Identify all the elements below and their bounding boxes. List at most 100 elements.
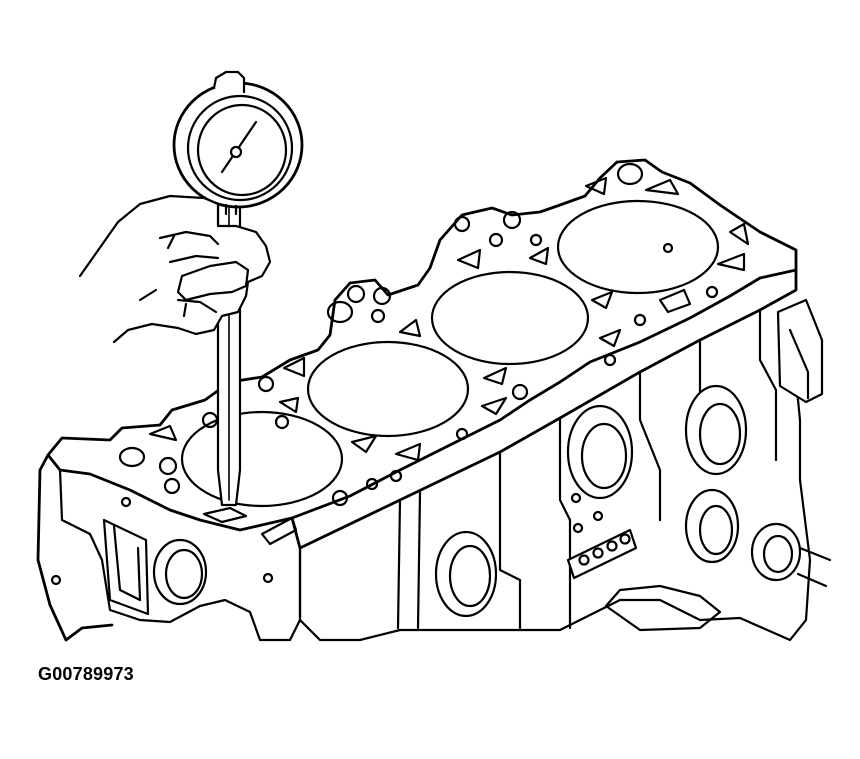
skirt-bolt-3 <box>570 492 582 504</box>
bore-gauge <box>172 70 304 507</box>
sensor-plate-hole-4 <box>619 533 631 545</box>
oil-slot-1 <box>202 506 248 524</box>
water-jacket-7 <box>326 300 354 324</box>
left-face-hole-3 <box>262 572 274 584</box>
bolt-hole-4 <box>257 375 275 393</box>
bearing-boss-4-inner <box>698 504 734 556</box>
bolt-hole-9 <box>346 284 366 304</box>
water-jacket-10 <box>480 396 508 416</box>
left-face-rib <box>102 518 150 616</box>
skirt-rib-5 <box>638 370 662 522</box>
cylinder-bore-3 <box>430 270 590 366</box>
water-jacket-1 <box>118 446 146 468</box>
sensor-plate-hole-1 <box>578 554 590 566</box>
sensor-plate-hole-3 <box>606 540 618 552</box>
water-jacket-19 <box>728 222 750 246</box>
skirt-rib-4 <box>558 416 572 630</box>
water-jacket-20 <box>716 252 746 272</box>
water-jacket-16 <box>616 162 644 186</box>
bolt-hole-5 <box>274 414 290 430</box>
bearing-boss-2-inner <box>580 422 628 490</box>
bolt-hole-15 <box>488 232 504 248</box>
bearing-boss-1 <box>434 530 498 618</box>
bolt-hole-17 <box>529 233 543 247</box>
gauge-dial-face <box>196 103 288 197</box>
water-jacket-13 <box>590 290 614 310</box>
gauge-dial-housing <box>172 81 304 209</box>
water-jacket-8 <box>398 318 422 338</box>
skirt-rib-1 <box>396 498 402 630</box>
water-jacket-15 <box>658 288 692 314</box>
sensor-plate-hole-2 <box>592 547 604 559</box>
bolt-hole-2 <box>163 477 181 495</box>
water-jacket-18 <box>644 178 680 196</box>
cylinder-bore-2 <box>306 340 470 438</box>
left-face-oilway-inner <box>164 548 204 600</box>
bearing-boss-1-inner <box>448 544 492 608</box>
oil-slot-2 <box>260 516 298 546</box>
water-jacket-17 <box>584 176 608 196</box>
left-face-hole-2 <box>50 574 62 586</box>
water-jacket-9 <box>482 366 508 386</box>
bolt-hole-13 <box>511 383 529 401</box>
bolt-hole-21 <box>662 242 674 254</box>
bolt-hole-18 <box>633 313 647 327</box>
bearing-boss-4 <box>684 488 740 564</box>
thumb <box>176 260 250 302</box>
deck-passages <box>118 162 750 546</box>
knuckle-1 <box>166 234 176 250</box>
skirt-bolt-2 <box>592 510 604 522</box>
left-face-oilway <box>152 538 208 606</box>
bearing-boss-2 <box>566 404 634 500</box>
water-jacket-12 <box>528 246 550 266</box>
finger-2 <box>168 254 220 264</box>
water-jacket-5 <box>350 434 378 454</box>
skirt-rib-2 <box>416 490 422 630</box>
figure-id-label: G00789973 <box>38 664 134 684</box>
bolt-hole-7 <box>365 477 379 491</box>
bearing-boss-3-inner <box>698 402 742 466</box>
bolt-hole-8 <box>389 469 403 483</box>
water-jacket-6 <box>394 442 422 462</box>
water-jacket-2 <box>148 424 178 442</box>
skirt-bolt-1 <box>572 522 584 534</box>
deck-front-edge <box>290 268 798 550</box>
bolt-hole-16 <box>502 210 522 230</box>
water-jacket-14 <box>598 328 622 348</box>
left-face-hole <box>120 496 132 508</box>
bottom-flange <box>604 584 722 632</box>
finger-3 <box>176 298 218 314</box>
bolt-hole-1 <box>158 456 178 476</box>
knuckle-2 <box>182 302 188 318</box>
pump-pipe <box>796 546 832 588</box>
bolt-hole-11 <box>370 308 386 324</box>
water-jacket-4 <box>278 396 300 414</box>
gauge-top-cap <box>212 70 246 94</box>
pump-boss-inner <box>762 534 794 574</box>
bearing-boss-3 <box>684 384 748 476</box>
finger-1 <box>158 230 220 246</box>
skirt-rib-3 <box>498 450 522 630</box>
cylinder-bore-4 <box>556 199 720 295</box>
deck-left-edge <box>36 453 114 642</box>
left-face-rib-inner <box>112 524 142 602</box>
bolt-hole-14 <box>453 215 471 233</box>
hand <box>78 194 272 344</box>
gauge-neck <box>224 203 238 216</box>
crankcase-skirt <box>298 378 812 642</box>
bolt-hole-20 <box>705 285 719 299</box>
bolt-hole-12 <box>455 427 469 441</box>
bolt-hole-10 <box>372 286 392 306</box>
gauge-dial-bezel <box>186 94 294 202</box>
bolt-hole-19 <box>603 353 617 367</box>
block-left-face <box>58 468 302 642</box>
wrist-crease <box>138 288 158 302</box>
mount-bracket-edge <box>788 328 810 400</box>
gauge-needle-pivot <box>229 145 243 159</box>
bolt-hole-6 <box>331 489 349 507</box>
water-jacket-3 <box>282 356 306 378</box>
water-jacket-11 <box>456 248 482 270</box>
skirt-rib-7 <box>758 308 778 462</box>
hand-outline <box>78 194 272 344</box>
